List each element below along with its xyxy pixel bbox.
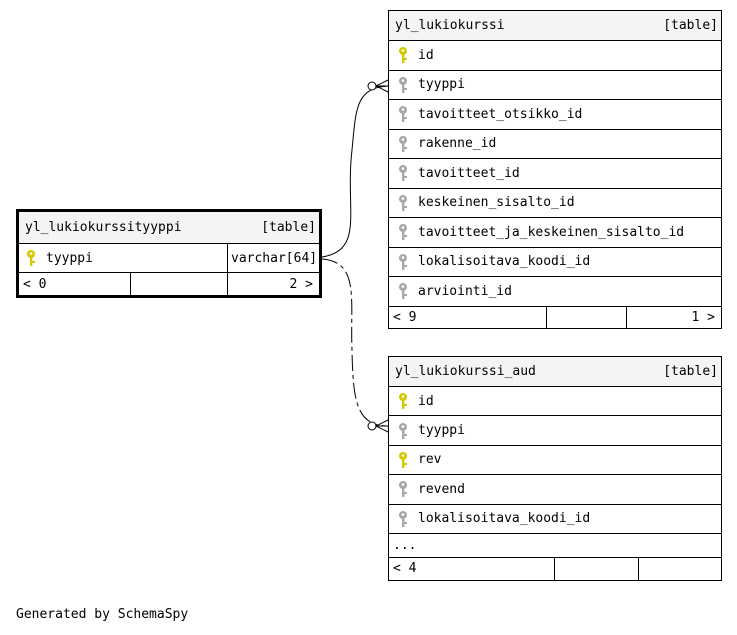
edge-to-yl-lukiokurssi-aud-optional-marker [367,421,377,431]
column-name: keskeinen_sisalto_id [418,195,575,211]
column-row[interactable]: id [389,387,721,417]
primary-key-icon [399,47,407,64]
children-count[interactable]: 2 > [227,273,319,295]
column-name: tavoitteet_id [418,165,520,181]
foreign-key-icon [399,106,407,123]
foreign-key-icon [399,165,407,182]
table-kind: [table] [663,18,718,33]
column-row[interactable]: revend [389,475,721,505]
column-row[interactable]: tavoitteet_id [389,159,721,189]
column-row[interactable]: rev [389,446,721,476]
primary-key-icon [27,250,35,266]
table-yl-lukiokurssi[interactable]: yl_lukiokurssi [table] id tyyppi tavoitt… [388,10,722,329]
foot-spacer [546,306,626,329]
foreign-key-icon [399,422,407,439]
edge-to-yl-lukiokurssi [321,85,389,258]
foreign-key-icon [399,135,407,152]
table-name: yl_lukiokurssi [395,18,505,33]
column-name: lokalisoitava_koodi_id [418,254,591,270]
column-name: tyyppi [418,423,465,439]
children-count[interactable]: 1 > [626,306,721,329]
more-columns-row[interactable]: ... [389,534,721,558]
column-row[interactable]: lokalisoitava_koodi_id [389,505,721,534]
column-row[interactable]: tavoitteet_ja_keskeinen_sisalto_id [389,218,721,248]
column-row[interactable]: arviointi_id [389,277,721,307]
primary-key-icon [399,393,407,410]
children-count [638,557,721,580]
foreign-key-icon [399,224,407,241]
column-row[interactable]: tyyppi [389,71,721,100]
column-name: tavoitteet_otsikko_id [418,106,583,122]
table-yl-lukiokurssi-aud[interactable]: yl_lukiokurssi_aud [table] id tyyppi rev… [388,356,722,581]
column-name: tyyppi [46,250,93,266]
column-name: tyyppi [418,77,465,93]
column-name: arviointi_id [418,283,512,299]
column-name: lokalisoitava_koodi_id [418,511,591,527]
column-name: tavoitteet_ja_keskeinen_sisalto_id [418,224,685,240]
parents-count[interactable]: < 0 [23,276,47,292]
parents-count[interactable]: < 9 [393,310,417,325]
table-kind: [table] [261,220,316,235]
foreign-key-icon [399,510,407,527]
column-row[interactable]: tyyppi [389,416,721,446]
column-name: id [418,47,434,63]
foreign-key-icon [399,194,407,211]
foreign-key-icon [399,76,407,93]
column-name: rakenne_id [418,136,497,152]
column-row[interactable]: tavoitteet_otsikko_id [389,100,721,130]
column-row[interactable]: id [389,41,721,71]
table-name: yl_lukiokurssityyppi [25,220,182,235]
column-name: revend [418,481,465,497]
generated-by-footer: Generated by SchemaSpy [16,607,189,622]
column-type: varchar[64] [231,250,318,266]
foot-spacer [130,273,227,295]
foreign-key-icon [399,283,407,300]
column-row[interactable]: lokalisoitava_koodi_id [389,248,721,277]
edge-to-yl-lukiokurssi-optional-marker [367,81,377,91]
parents-count[interactable]: < 4 [393,561,417,577]
more-columns-ellipsis: ... [393,537,417,553]
foot-spacer [554,557,638,580]
table-yl-lukiokurssityyppi[interactable]: yl_lukiokurssityyppi [table] tyyppi varc… [16,209,322,298]
primary-key-icon [399,451,407,468]
column-name: rev [418,452,442,468]
column-row[interactable]: keskeinen_sisalto_id [389,189,721,218]
edge-to-yl-lukiokurssi-aud [321,258,389,427]
table-name: yl_lukiokurssi_aud [395,364,536,379]
foreign-key-icon [399,253,407,270]
table-kind: [table] [663,364,718,379]
foreign-key-icon [399,481,407,498]
column-row[interactable]: rakenne_id [389,130,721,159]
column-name: id [418,393,434,409]
